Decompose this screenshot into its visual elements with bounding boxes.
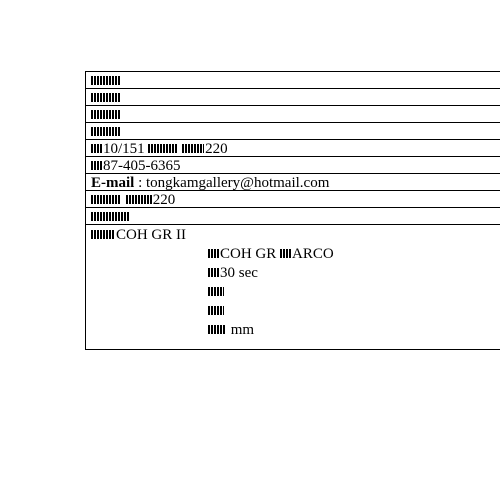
garbled-text	[208, 287, 224, 296]
info-row-3	[86, 105, 500, 123]
email-value: : tongkamgallery@hotmail.com	[134, 175, 330, 191]
row-text	[91, 209, 130, 225]
row-text	[91, 107, 122, 123]
camera-brand: COH GR ARCO	[208, 246, 334, 262]
garbled-text	[91, 110, 121, 119]
info-row-2	[86, 88, 500, 106]
garbled-text	[163, 144, 178, 153]
garbled-text	[148, 144, 163, 153]
info-table: 10/151 220 87-405-6365 E-mail : tongkamg…	[85, 71, 500, 350]
address-number: 10/151	[103, 141, 145, 157]
row-text	[91, 73, 122, 89]
garbled-text	[91, 76, 121, 85]
camera-info-block: COH GR II COH GR ARCO 30 sec mm	[86, 225, 500, 350]
info-row-9	[86, 207, 500, 225]
camera-exposure: 30 sec	[208, 265, 258, 281]
garbled-text	[280, 249, 292, 258]
row-text: 220	[91, 192, 175, 208]
row-text	[91, 90, 122, 106]
info-row-4	[86, 122, 500, 140]
garbled-text	[91, 161, 102, 170]
address-row: 10/151 220	[86, 139, 500, 157]
garbled-text	[208, 306, 224, 315]
camera-model: COH GR II	[91, 227, 186, 243]
camera-exposure-text: 30 sec	[220, 265, 258, 281]
camera-aperture	[208, 284, 225, 300]
garbled-text	[208, 249, 219, 258]
garbled-text	[208, 268, 219, 277]
email-label: E-mail	[91, 175, 135, 191]
phone-text: 87-405-6365	[91, 158, 181, 174]
camera-iso	[208, 303, 225, 319]
garbled-text	[182, 144, 205, 153]
garbled-text	[91, 195, 121, 204]
camera-brand-text: COH GR	[220, 246, 277, 262]
info-row-1	[86, 71, 500, 89]
phone-number: 87-405-6365	[103, 158, 181, 174]
garbled-text	[91, 127, 121, 136]
garbled-text	[91, 230, 115, 239]
camera-brand-tail: ARCO	[292, 246, 334, 262]
address-text: 10/151 220	[91, 141, 228, 157]
garbled-text	[208, 325, 226, 334]
camera-model-text: COH GR II	[116, 227, 186, 243]
camera-focal-length: mm	[208, 322, 254, 338]
info-row-8: 220	[86, 190, 500, 208]
row-value: 220	[152, 192, 176, 208]
email-row: E-mail : tongkamgallery@hotmail.com	[86, 173, 500, 191]
address-postcode: 220	[205, 141, 228, 157]
camera-focal-unit: mm	[230, 322, 255, 338]
garbled-text	[91, 93, 121, 102]
row-text	[91, 124, 122, 140]
garbled-text	[91, 144, 102, 153]
garbled-text	[125, 195, 152, 204]
email-text: E-mail : tongkamgallery@hotmail.com	[91, 175, 329, 191]
phone-row: 87-405-6365	[86, 156, 500, 174]
garbled-text	[91, 212, 129, 221]
